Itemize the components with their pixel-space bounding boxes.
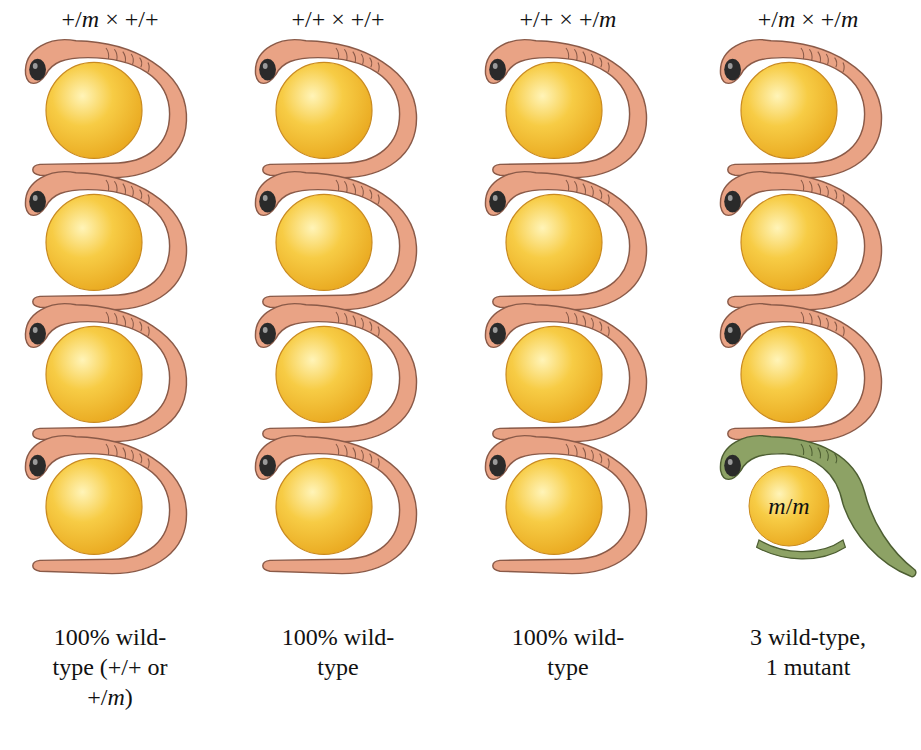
offspring-result: 100% wild-type [268, 622, 408, 682]
wild-type-embryo [25, 304, 186, 442]
wild-type-embryo [485, 172, 646, 310]
wild-type-embryo [720, 304, 881, 442]
wild-type-embryo [255, 40, 416, 178]
wild-type-embryo [25, 436, 186, 574]
mutant-embryo [720, 436, 915, 577]
wild-type-embryo [720, 172, 881, 310]
cross-genotype: +/+ × +/+ [291, 4, 384, 34]
cross-genotype: +/+ × +/m [520, 4, 617, 34]
wild-type-embryo [255, 304, 416, 442]
wild-type-embryo [485, 436, 646, 574]
wild-type-embryo [25, 40, 186, 178]
wild-type-embryo [485, 304, 646, 442]
wild-type-embryo [25, 172, 186, 310]
offspring-result: 3 wild-type, 1 mutant [744, 622, 872, 682]
wild-type-embryo [720, 40, 881, 178]
offspring-result: 100% wild-type (+/+ or +/m) [40, 622, 180, 712]
wild-type-embryo [255, 436, 416, 574]
yolk-circle: m/m [748, 465, 830, 547]
offspring-result: 100% wild-type [498, 622, 638, 682]
cross-genotype: +/m × +/+ [62, 4, 159, 34]
genotype-label: m/m [768, 493, 809, 520]
wild-type-embryo [485, 40, 646, 178]
cross-genotype: +/m × +/m [758, 4, 859, 34]
wild-type-embryo [255, 172, 416, 310]
